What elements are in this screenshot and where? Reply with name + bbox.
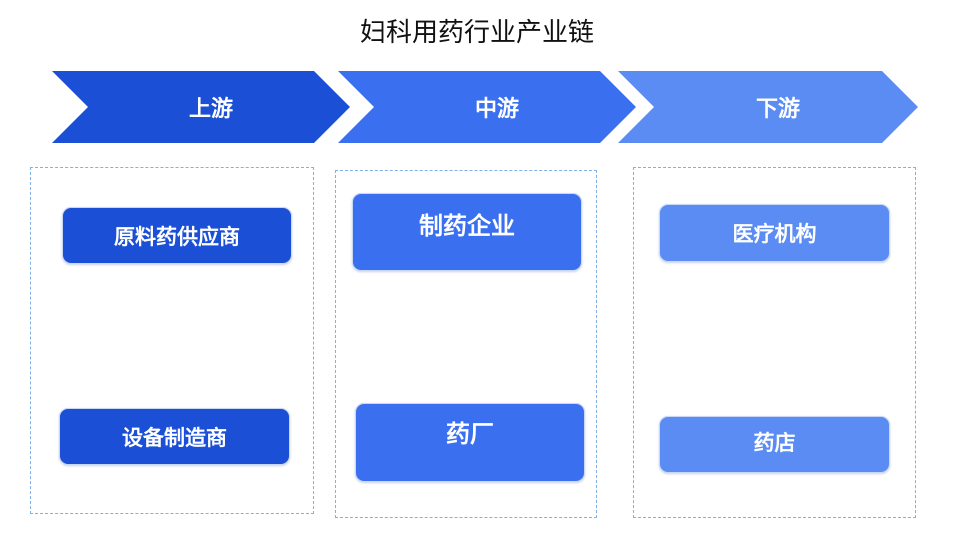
upstream-item-equipment-manufacturer: 设备制造商 [59,408,290,465]
downstream-item-pharmacy: 药店 [659,416,890,473]
upstream-column [30,167,314,514]
stage-downstream-label: 下游 [755,97,800,122]
stage-downstream-chevron: 下游 [618,71,918,143]
midstream-column [335,170,597,518]
stage-midstream-label: 中游 [474,97,519,122]
stage-midstream-chevron: 中游 [338,71,636,143]
stage-upstream-label: 上游 [188,97,233,122]
downstream-item-label: 药店 [753,431,796,455]
midstream-item-pharma-enterprise: 制药企业 [352,193,582,271]
upstream-item-label: 原料药供应商 [114,224,240,249]
downstream-item-label: 医疗机构 [732,222,817,246]
midstream-item-label: 药厂 [446,420,494,448]
midstream-item-label: 制药企业 [419,212,515,240]
upstream-item-raw-material-supplier: 原料药供应商 [62,207,292,264]
downstream-column [633,167,916,518]
upstream-item-label: 设备制造商 [122,425,227,450]
diagram-title: 妇科用药行业产业链 [359,18,594,48]
downstream-item-medical-institution: 医疗机构 [659,204,890,262]
stage-upstream-chevron: 上游 [52,71,350,143]
midstream-item-pharma-factory: 药厂 [355,403,585,482]
